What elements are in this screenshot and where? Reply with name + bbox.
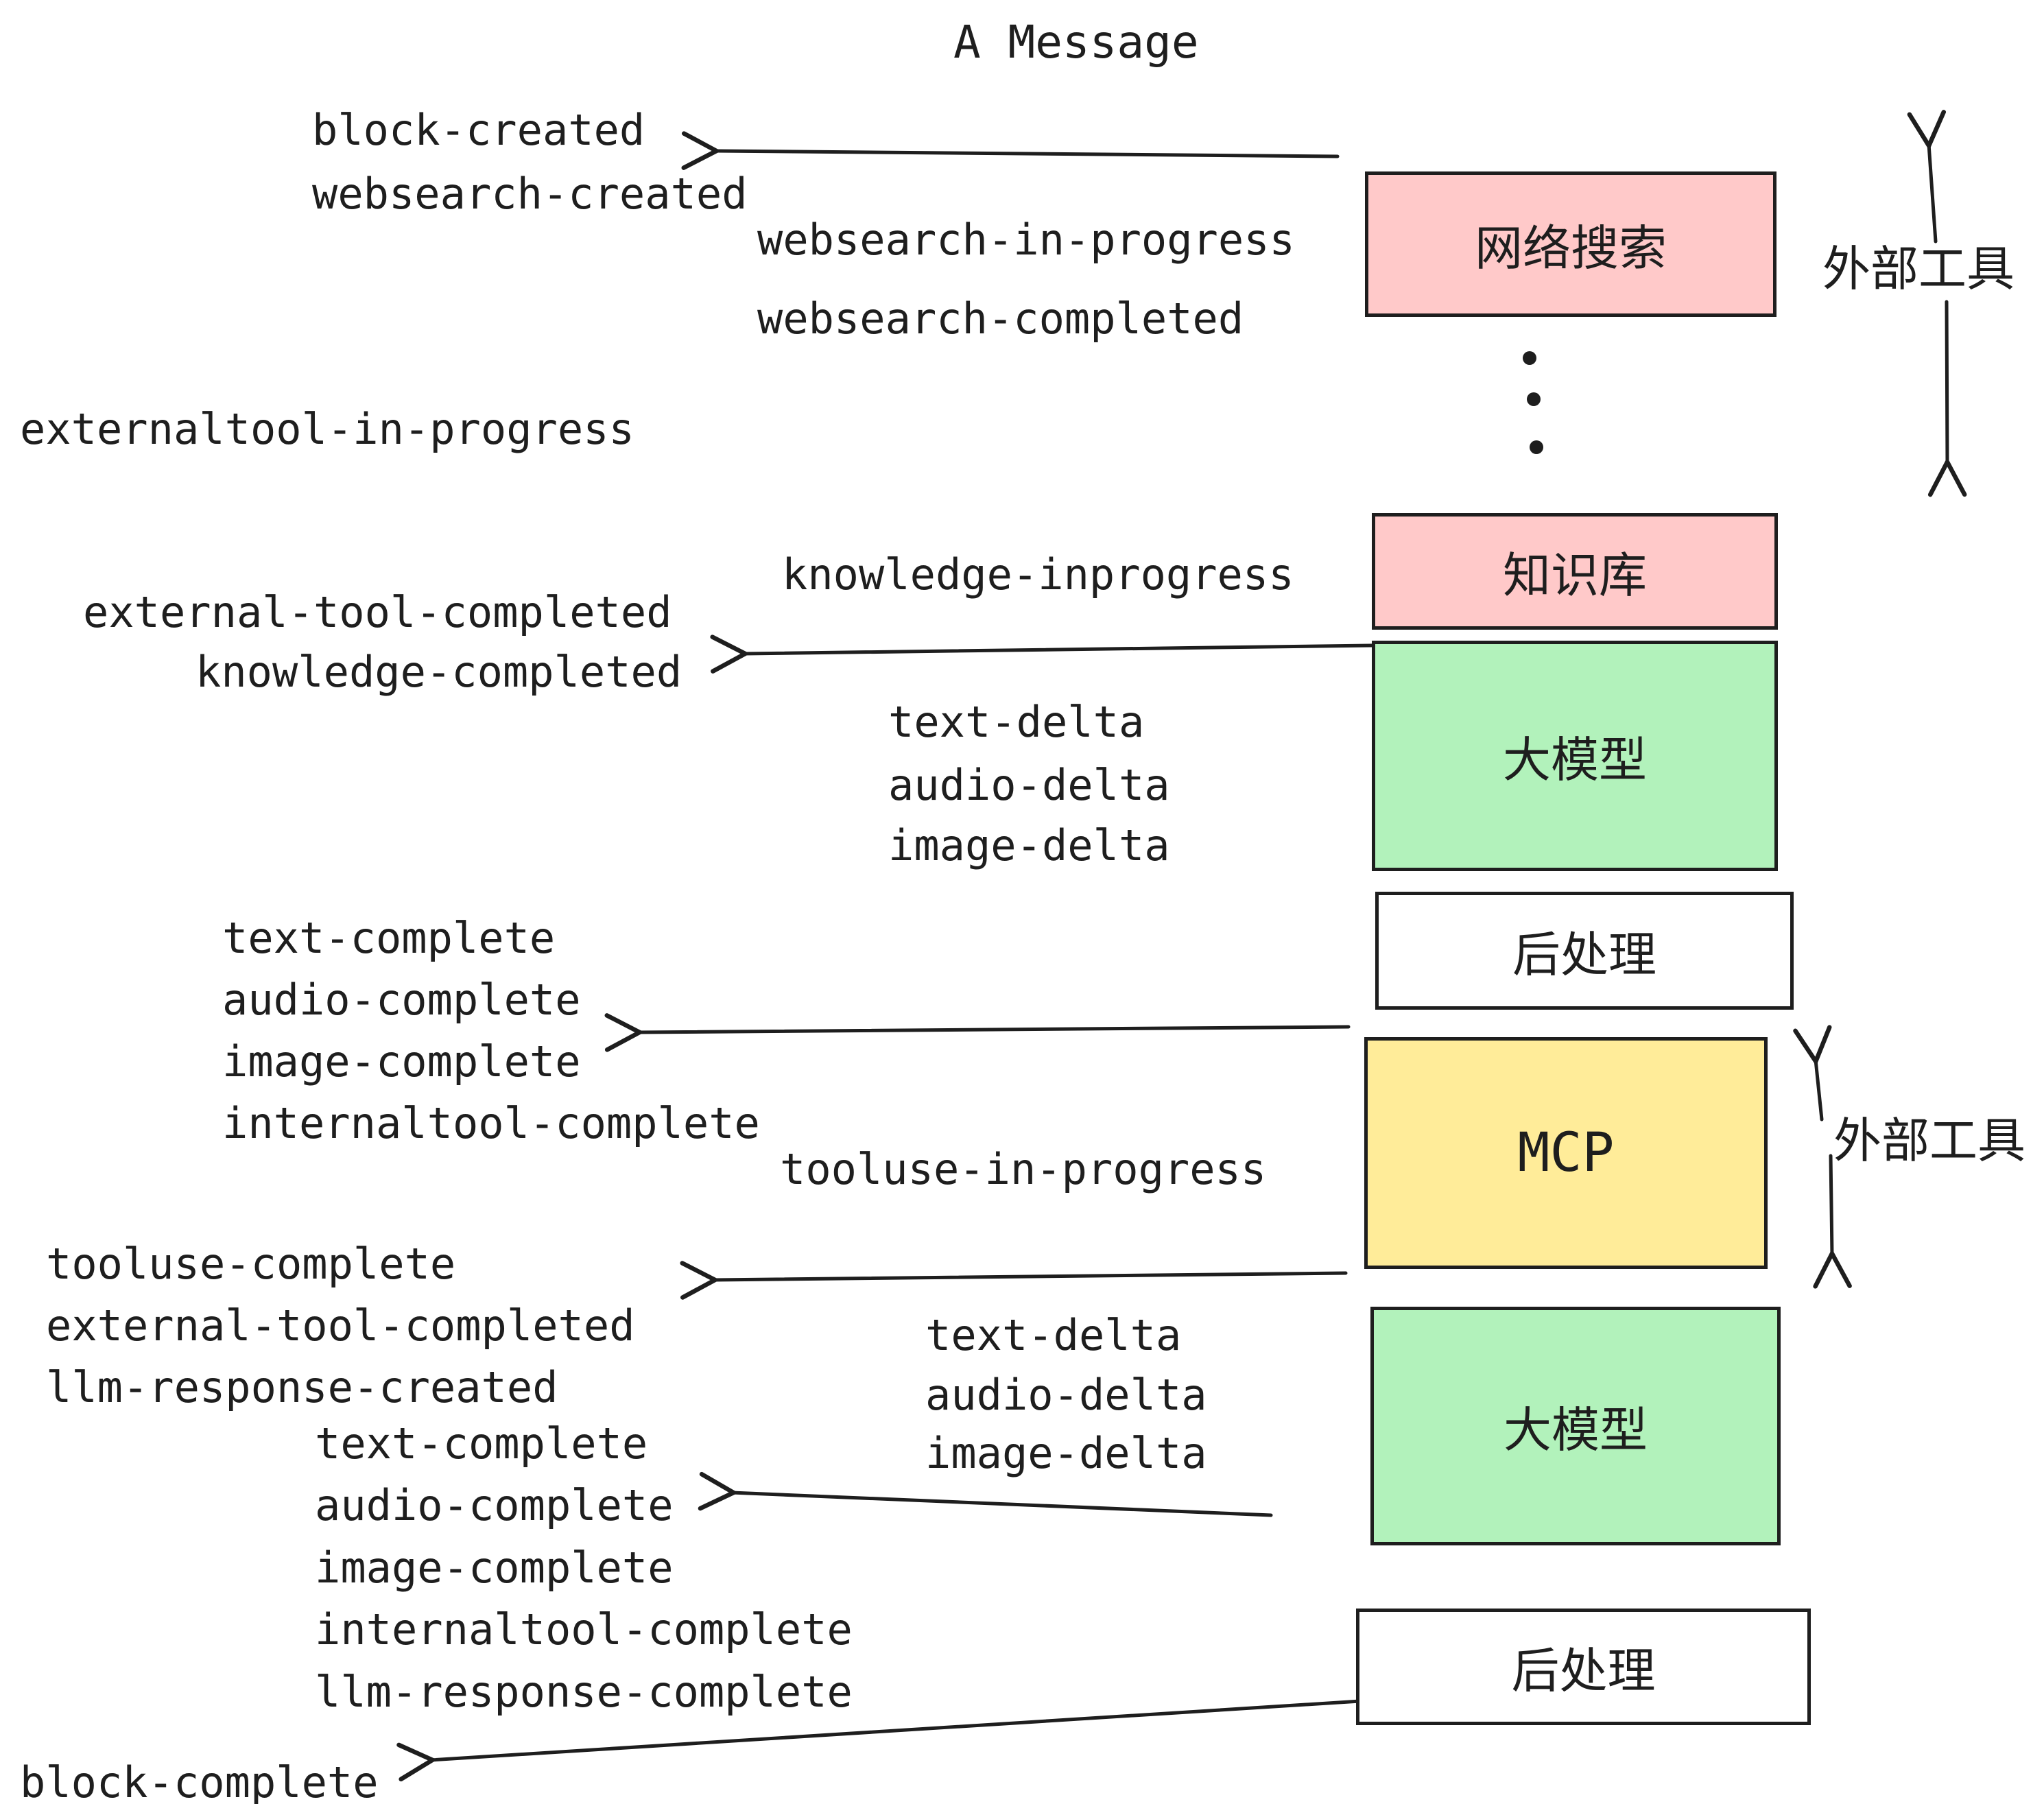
event-label-text-delta-1: text-delta (888, 697, 1145, 747)
knowledge-box: 知识库 (1372, 513, 1778, 630)
postprocess-box-2-label: 后处理 (1511, 1642, 1656, 1699)
event-label-audio-delta-1: audio-delta (888, 760, 1170, 810)
event-label-tooluse-in-progress: tooluse-in-progress (780, 1144, 1267, 1194)
mcp-box: MCP (1364, 1037, 1768, 1269)
arrow-external-tools-top-up (1907, 110, 1947, 244)
event-label-text-delta-2: text-delta (925, 1310, 1182, 1360)
event-label-external-tool-completed-2: external-tool-completed (46, 1301, 635, 1351)
event-label-image-complete-2: image-complete (315, 1543, 674, 1593)
event-label-internaltool-complete-1: internaltool-complete (222, 1098, 760, 1148)
event-label-websearch-completed: websearch-completed (757, 294, 1244, 344)
ellipsis-dot (1530, 440, 1543, 454)
mcp-box-label: MCP (1517, 1122, 1615, 1184)
arrow-knowledge-completed (710, 634, 1374, 674)
knowledge-box-label: 知识库 (1503, 547, 1647, 604)
event-label-image-complete-1: image-complete (222, 1036, 581, 1087)
event-label-externaltool-in-progress: externaltool-in-progress (20, 404, 634, 454)
arrow-image-complete (604, 1013, 1351, 1052)
ellipsis-dot (1523, 351, 1536, 365)
websearch-box: 网络搜索 (1365, 171, 1776, 317)
arrow-external-tools-mid-down (1813, 1154, 1852, 1289)
postprocess-box-2: 后处理 (1356, 1609, 1811, 1725)
event-label-llm-response-complete: llm-response-complete (315, 1667, 853, 1717)
event-label-image-delta-2: image-delta (925, 1428, 1207, 1478)
llm-box-1: 大模型 (1372, 641, 1778, 871)
event-label-text-complete-1: text-complete (222, 913, 556, 963)
event-label-websearch-created: websearch-created (312, 169, 748, 219)
event-label-audio-delta-2: audio-delta (925, 1370, 1207, 1420)
event-label-knowledge-inprogress: knowledge-inprogress (782, 549, 1294, 600)
diagram-title: A Message (953, 16, 1199, 69)
event-label-knowledge-completed: knowledge-completed (195, 647, 682, 697)
event-label-text-complete-2: text-complete (315, 1419, 648, 1469)
event-label-audio-complete-1: audio-complete (222, 975, 581, 1025)
postprocess-box-1-label: 后处理 (1512, 926, 1656, 983)
postprocess-box-1: 后处理 (1375, 892, 1794, 1010)
llm-box-2: 大模型 (1370, 1307, 1781, 1545)
arrow-block-created (681, 131, 1340, 170)
event-label-internaltool-complete-2: internaltool-complete (315, 1604, 853, 1654)
event-label-block-created: block-created (312, 105, 645, 155)
arrow-external-tools-mid-up (1793, 1025, 1832, 1121)
event-label-image-delta-1: image-delta (888, 820, 1170, 870)
external-tools-annotation-mid: 外部工具 (1833, 1113, 2025, 1169)
websearch-box-label: 网络搜索 (1475, 219, 1667, 276)
llm-box-2-label: 大模型 (1504, 1401, 1648, 1458)
arrow-tooluse-complete (680, 1261, 1348, 1300)
event-label-external-tool-completed-1: external-tool-completed (83, 587, 672, 637)
event-label-websearch-in-progress: websearch-in-progress (757, 215, 1295, 265)
external-tools-annotation-top: 外部工具 (1822, 241, 2015, 297)
event-label-audio-complete-2: audio-complete (315, 1480, 674, 1530)
event-label-tooluse-complete: tooluse-complete (46, 1239, 456, 1289)
ellipsis-dot (1527, 392, 1541, 406)
event-label-block-complete: block-complete (20, 1757, 379, 1804)
arrow-audio-complete (698, 1471, 1273, 1517)
llm-box-1-label: 大模型 (1503, 731, 1647, 788)
event-label-llm-response-created: llm-response-created (46, 1362, 558, 1412)
